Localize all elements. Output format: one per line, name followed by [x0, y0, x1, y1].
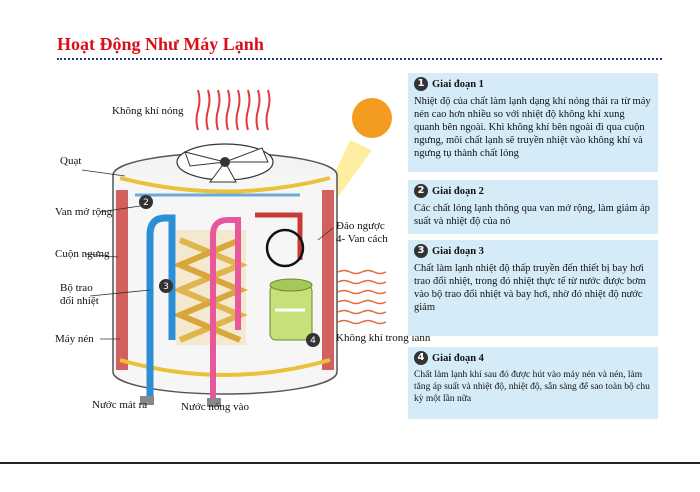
label-reversing-2: 4- Van cách: [336, 233, 388, 245]
stage-panel-1: 1 Giai đoạn 1 Nhiệt độ của chất làm lạnh…: [408, 73, 658, 172]
stage-markers: 2 3 4: [139, 195, 320, 347]
stage-1-text: Nhiệt độ của chất làm lạnh dạng khí nóng…: [414, 96, 651, 159]
leader-lines: [81, 169, 334, 340]
stage-3-number: 3: [414, 244, 428, 258]
label-fan: Quạt: [60, 155, 82, 167]
marker-3: 3: [163, 282, 169, 292]
label-hot-water-in: Nước nóng vào: [181, 401, 249, 413]
stage-3-title: Giai đoạn 3: [432, 245, 484, 257]
stage-1-title: Giai đoạn 1: [432, 78, 484, 90]
stage-panel-2: 2 Giai đoạn 2 Các chất lỏng lạnh thông q…: [408, 180, 658, 234]
label-heat-exchanger-1: Bộ trao: [60, 282, 93, 294]
refrigerant-pipes: [135, 193, 305, 404]
water-outlets: [140, 396, 221, 407]
stage-2-title: Giai đoạn 2: [432, 185, 484, 197]
stage-2-text: Các chất lỏng lạnh thông qua van mở rộng…: [414, 203, 650, 227]
stage-panel-4: 4 Giai đoạn 4 Chất làm lạnh khí sau đó đ…: [408, 347, 658, 419]
marker-2: 2: [143, 198, 149, 208]
label-clean-air: Không khí trong lành: [336, 332, 431, 344]
stage-1-number: 1: [414, 77, 428, 91]
bottom-divider: [0, 462, 700, 464]
hot-air-arrows: [195, 89, 271, 131]
title-divider: [57, 58, 662, 60]
clean-air-waves: [337, 269, 387, 325]
label-condenser: Cuộn ngưng: [55, 248, 110, 260]
fan-icon: [176, 143, 274, 183]
label-hot-air: Không khí nóng: [112, 105, 184, 117]
stage-4-text: Chất làm lạnh khí sau đó được hút vào má…: [414, 370, 650, 404]
stage-3-text: Chất làm lạnh nhiệt độ thấp truyền đến t…: [414, 263, 646, 313]
heat-pump-diagram: 2 3 4: [81, 89, 392, 407]
compressor: [269, 278, 313, 341]
label-cold-water-out: Nước mát ra: [92, 399, 148, 411]
label-compressor: Máy nén: [55, 333, 94, 345]
stage-4-number: 4: [414, 351, 428, 365]
label-heat-exchanger-2: đổi nhiệt: [60, 295, 99, 307]
stage-4-title: Giai đoạn 4: [432, 352, 484, 364]
label-reversing-1: Đảo ngược: [336, 220, 385, 232]
label-expansion-valve: Van mở rộng: [55, 206, 113, 218]
stage-2-number: 2: [414, 184, 428, 198]
page-title: Hoạt Động Như Máy Lạnh: [57, 34, 264, 54]
marker-4: 4: [310, 336, 316, 346]
stage-panel-3: 3 Giai đoạn 3 Chất làm lạnh nhiệt độ thấ…: [408, 240, 658, 336]
